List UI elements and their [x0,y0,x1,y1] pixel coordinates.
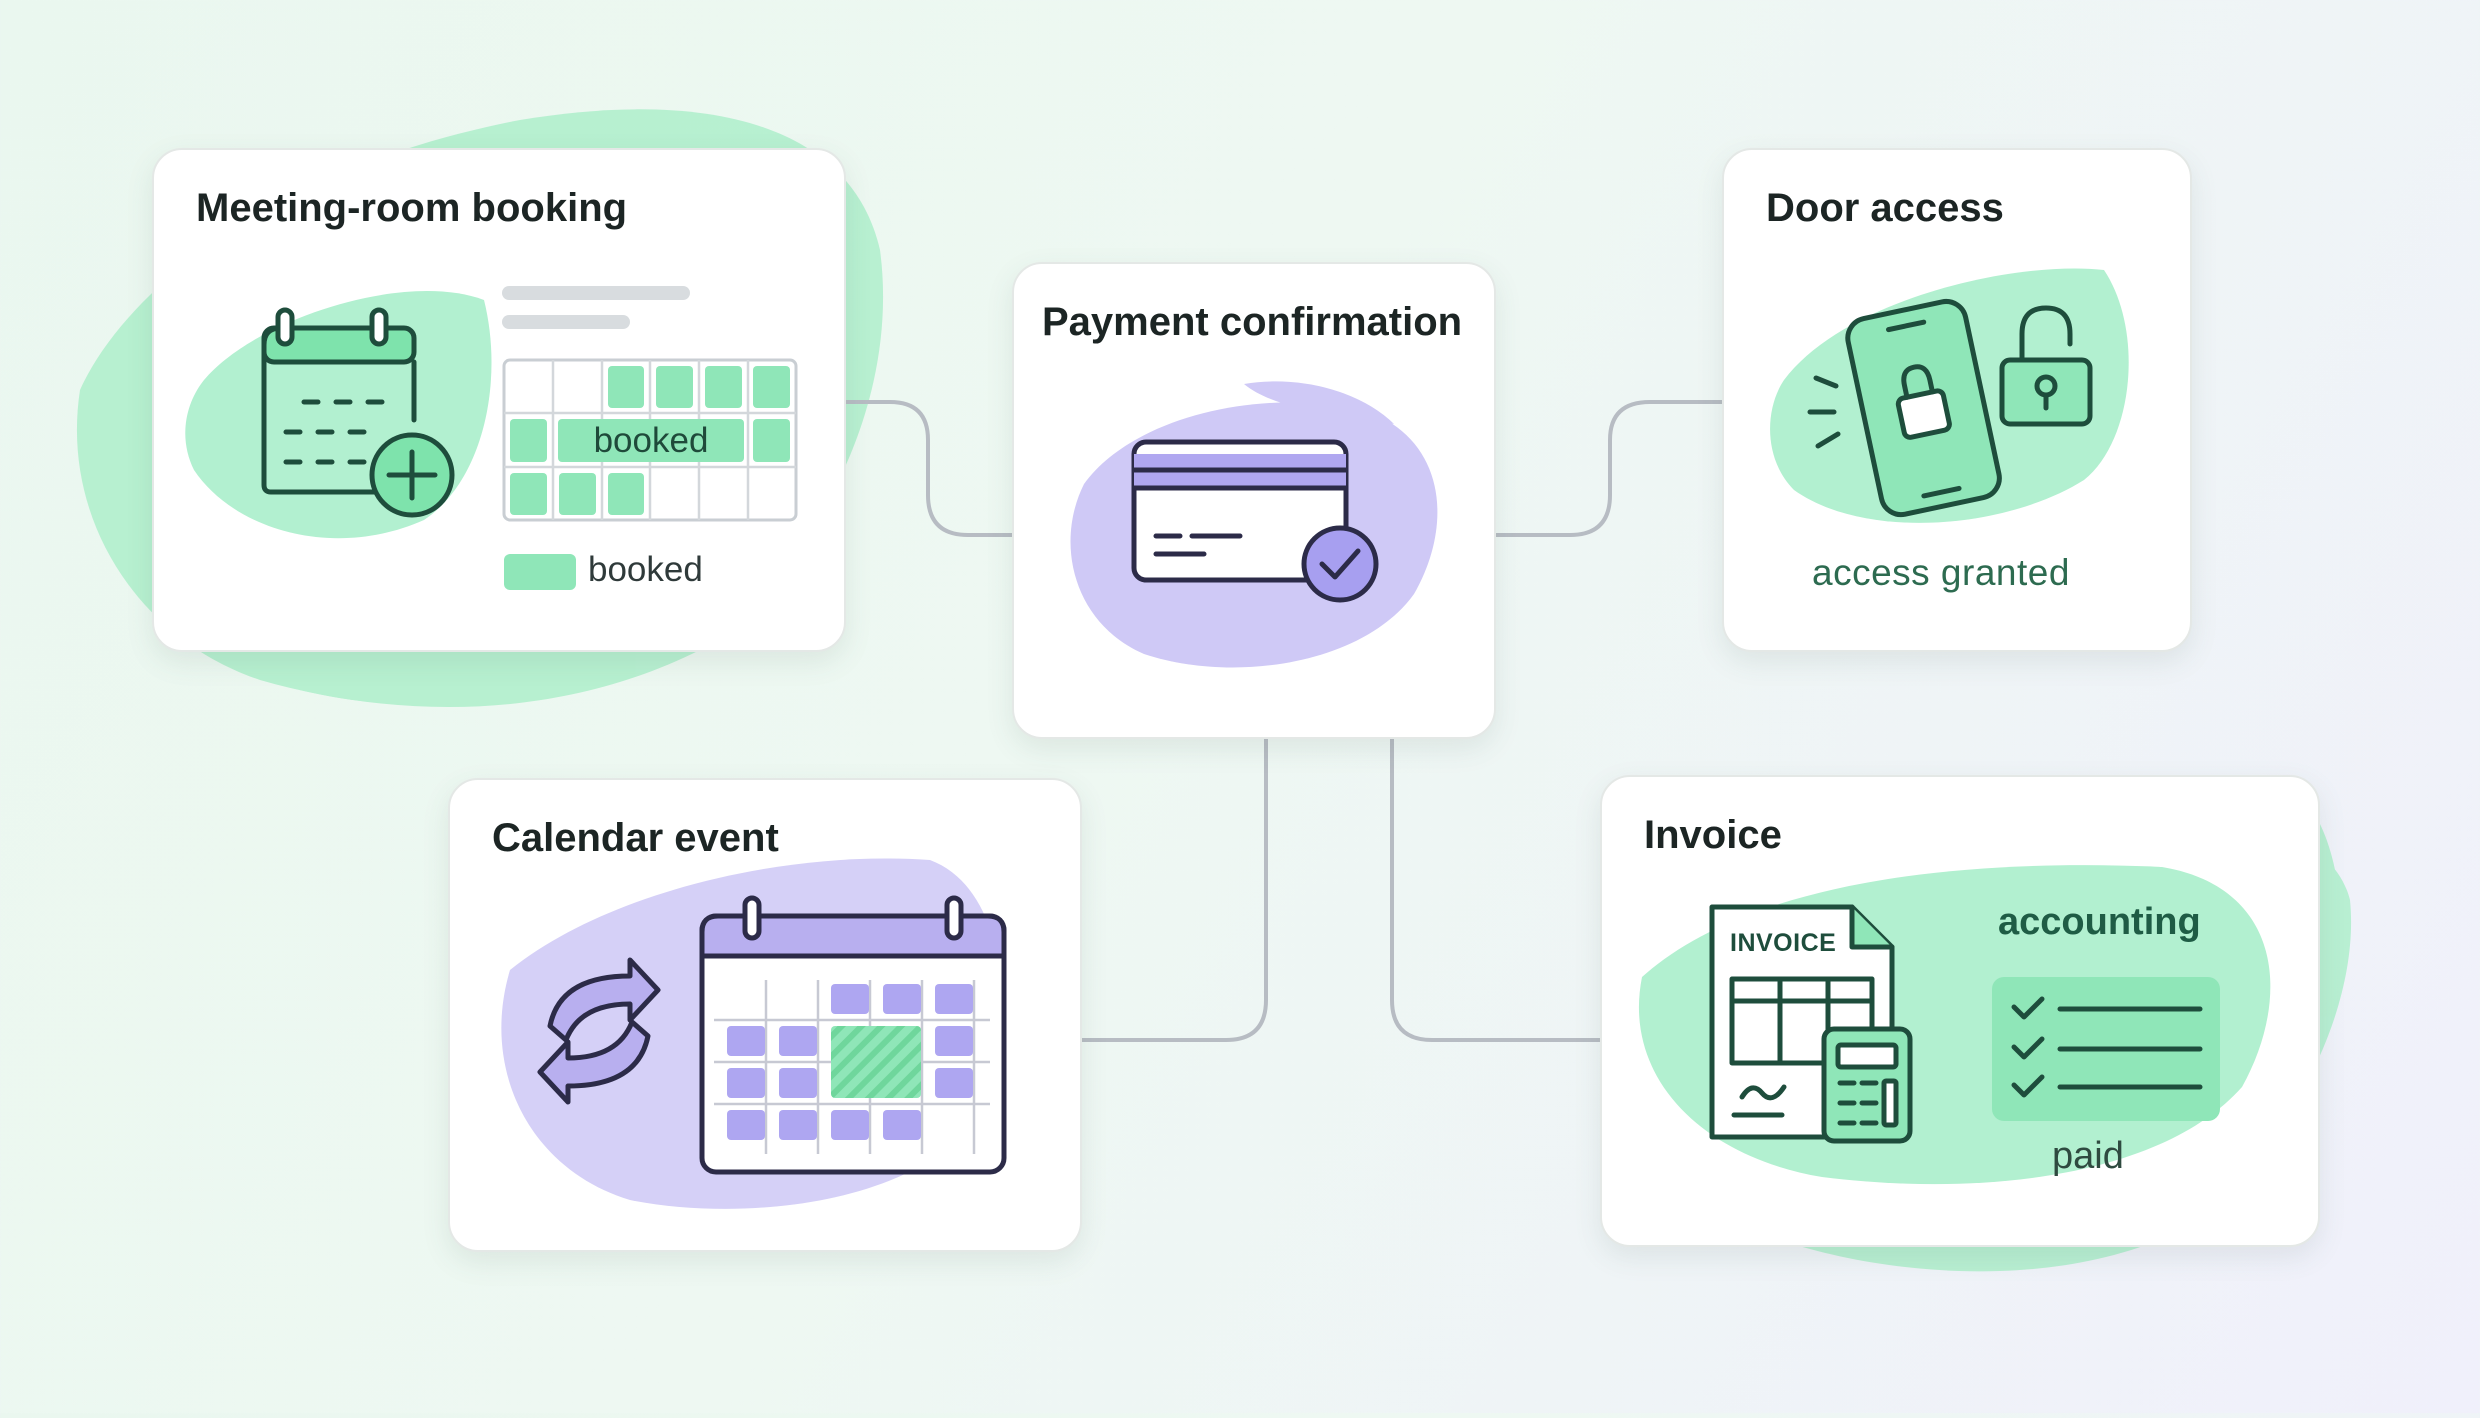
connector-payment-door [1490,400,1724,537]
calendar-illustration [501,858,1007,1209]
credit-card-check-icon [1131,439,1379,603]
card-title: Calendar event [492,816,779,860]
accounting-label: accounting [1998,901,2201,943]
card-title: Invoice [1644,813,1782,857]
card-calendar-event: Calendar event [448,778,1082,1252]
card-title: Meeting-room booking [196,186,628,230]
calendar-grid-icon [699,895,1007,1175]
legend-swatch [504,554,576,590]
phone-lock-icon [1845,298,2002,518]
access-status-text: access granted [1812,552,2070,593]
event-block [831,1026,921,1098]
calendar-add-icon [261,307,455,518]
invoice-illustration [1638,865,2271,1185]
payment-illustration [1070,381,1438,668]
signal-lines [1807,375,1841,449]
card-title: Payment confirmation [1042,300,1463,344]
connector-meeting-payment [840,400,1014,537]
checklist-icon [1992,977,2220,1121]
paid-label: paid [2052,1135,2124,1177]
legend-label: booked [588,550,703,589]
card-invoice: Invoice [1600,775,2320,1247]
calculator-icon [1821,1026,1913,1144]
meeting-illustration [185,286,798,590]
connector-payment-invoice [1390,733,1602,1042]
connectors [840,400,1724,1042]
door-illustration [1770,268,2129,523]
card-door-access: Door access access [1722,148,2192,652]
card-payment-confirmation: Payment confirmation [1012,262,1496,739]
booking-list-placeholder [502,286,690,329]
invoice-doc-label: INVOICE [1730,929,1837,957]
card-meeting-room-booking: Meeting-room booking [152,148,846,652]
connector-payment-calendar [1076,733,1268,1042]
booked-slot-label: booked [593,421,709,460]
card-title: Door access [1766,186,2004,230]
booking-grid [502,358,798,522]
unlocked-padlock-icon [1999,305,2093,427]
sync-arrows-icon [537,957,661,1105]
booked-slot [558,419,744,462]
